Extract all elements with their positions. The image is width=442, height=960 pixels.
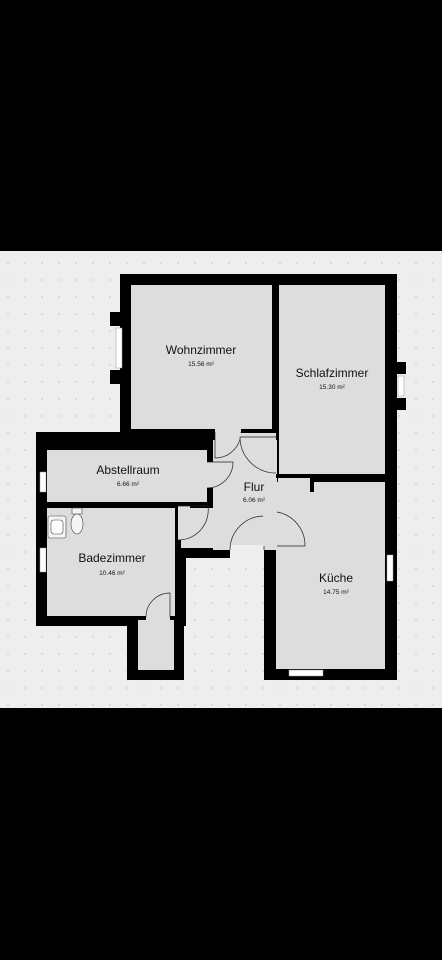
room-area-abstellraum: 6.66 m²	[117, 481, 140, 488]
windows	[39, 327, 405, 677]
storage-floor	[138, 620, 174, 670]
room-labels: Wohnzimmer 15.56 m² Schlafzimmer 15.30 m…	[78, 343, 368, 596]
room-name-abstellraum: Abstellraum	[96, 463, 159, 477]
room-area-kueche: 14.75 m²	[323, 589, 349, 596]
bathroom-fixtures	[47, 507, 84, 539]
window-abstellraum	[39, 471, 47, 493]
window-kueche-side	[386, 554, 394, 582]
room-area-wohnzimmer: 15.56 m²	[188, 361, 214, 368]
window-kueche-bottom	[288, 669, 324, 677]
window-badezimmer	[39, 547, 47, 573]
room-name-badezimmer: Badezimmer	[78, 551, 145, 565]
room-area-schlafzimmer: 15.30 m²	[319, 384, 345, 391]
toilet-tank-icon	[71, 507, 83, 515]
toilet-bowl-icon	[70, 513, 84, 535]
room-area-flur: 6.06 m²	[243, 497, 266, 504]
doors	[145, 429, 306, 622]
badezimmer-floor	[47, 508, 175, 616]
room-name-wohnzimmer: Wohnzimmer	[166, 343, 236, 357]
small-closet-floor	[278, 478, 310, 490]
wohnzimmer-floor	[131, 285, 272, 429]
room-name-kueche: Küche	[319, 571, 353, 585]
room-area-badezimmer: 10.46 m²	[99, 570, 125, 577]
floors	[47, 285, 385, 670]
schlafzimmer-floor	[279, 285, 385, 474]
bottom-black-bar	[0, 708, 442, 960]
room-name-schlafzimmer: Schlafzimmer	[296, 366, 369, 380]
room-name-flur: Flur	[244, 480, 265, 494]
flur-floor-b	[181, 508, 277, 548]
top-black-bar	[0, 0, 442, 251]
abstellraum-floor	[47, 450, 207, 502]
window-schlafzimmer	[397, 375, 405, 397]
window-wohnzimmer	[115, 327, 123, 369]
kueche-floor	[276, 482, 385, 669]
